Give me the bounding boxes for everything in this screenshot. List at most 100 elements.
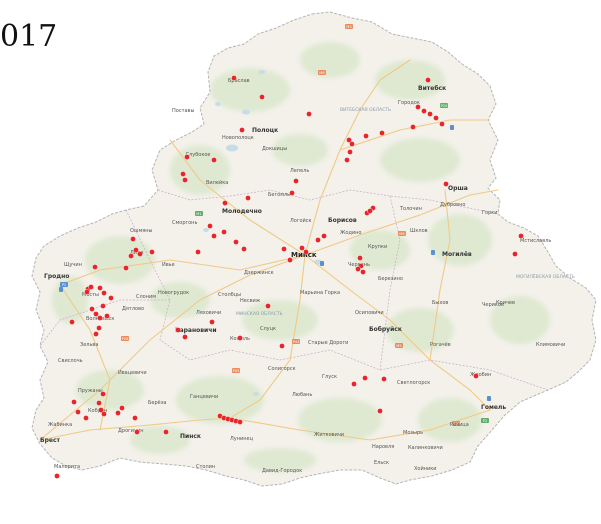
red-dot-marker-icon[interactable]	[303, 249, 309, 255]
red-dot-marker-icon[interactable]	[149, 249, 155, 255]
place-label[interactable]: Наровля	[372, 444, 394, 450]
red-dot-marker-icon[interactable]	[84, 289, 90, 295]
place-label[interactable]: Житковичи	[314, 432, 344, 438]
place-label[interactable]: Слуцк	[260, 326, 276, 332]
place-label[interactable]: Молодечно	[222, 208, 262, 215]
place-label[interactable]: Пружаны	[78, 388, 103, 394]
place-label[interactable]: Любань	[292, 392, 312, 398]
place-label[interactable]: Кобрин	[88, 408, 107, 414]
red-dot-marker-icon[interactable]	[433, 115, 439, 121]
place-label[interactable]: Дрогичин	[118, 428, 144, 434]
red-dot-marker-icon[interactable]	[108, 295, 114, 301]
red-dot-marker-icon[interactable]	[221, 229, 227, 235]
place-label[interactable]: Гродно	[44, 273, 69, 280]
place-label[interactable]: Речица	[450, 422, 469, 428]
red-dot-marker-icon[interactable]	[96, 325, 102, 331]
red-dot-marker-icon[interactable]	[381, 376, 387, 382]
place-label[interactable]: Минск	[291, 251, 317, 259]
place-label[interactable]: Щучин	[64, 262, 82, 268]
red-dot-marker-icon[interactable]	[96, 400, 102, 406]
place-label[interactable]: Мстиславль	[520, 238, 551, 244]
place-label[interactable]: Дзержинск	[244, 270, 274, 276]
place-label[interactable]: Столин	[196, 464, 215, 470]
place-label[interactable]: Логойск	[290, 217, 312, 224]
red-dot-marker-icon[interactable]	[347, 149, 353, 155]
red-dot-marker-icon[interactable]	[237, 335, 243, 341]
place-label[interactable]: Дятлово	[122, 306, 144, 312]
red-dot-marker-icon[interactable]	[132, 415, 138, 421]
red-dot-marker-icon[interactable]	[265, 303, 271, 309]
place-label[interactable]: Браслав	[228, 78, 250, 84]
red-dot-marker-icon[interactable]	[281, 246, 287, 252]
red-dot-marker-icon[interactable]	[97, 315, 103, 321]
place-label[interactable]: Орша	[448, 185, 468, 192]
red-dot-marker-icon[interactable]	[182, 177, 188, 183]
place-label[interactable]: Поставы	[172, 108, 194, 114]
red-dot-marker-icon[interactable]	[245, 195, 251, 201]
place-label[interactable]: Дубровно	[440, 202, 465, 208]
place-label[interactable]: Светлогорск	[397, 380, 430, 386]
red-dot-marker-icon[interactable]	[363, 133, 369, 139]
red-dot-marker-icon[interactable]	[233, 239, 239, 245]
red-dot-marker-icon[interactable]	[100, 391, 106, 397]
place-label[interactable]: Старые Дороги	[308, 340, 348, 346]
place-label[interactable]: Осиповичи	[355, 310, 384, 316]
red-dot-marker-icon[interactable]	[97, 285, 103, 291]
place-label[interactable]: Новогрудок	[158, 290, 189, 296]
red-dot-marker-icon[interactable]	[346, 137, 352, 143]
place-label[interactable]: Лунинец	[230, 436, 254, 442]
place-label[interactable]: Докшицы	[262, 146, 287, 152]
red-dot-marker-icon[interactable]	[427, 111, 433, 117]
red-dot-marker-icon[interactable]	[104, 313, 110, 319]
red-dot-marker-icon[interactable]	[377, 408, 383, 414]
red-dot-marker-icon[interactable]	[184, 154, 190, 160]
place-label[interactable]: Столбцы	[218, 292, 241, 298]
place-label[interactable]: Ельск	[374, 460, 389, 466]
place-label[interactable]: Берёза	[148, 400, 166, 406]
red-dot-marker-icon[interactable]	[473, 373, 479, 379]
red-dot-marker-icon[interactable]	[237, 419, 243, 425]
place-label[interactable]: Жабинка	[48, 422, 72, 428]
red-dot-marker-icon[interactable]	[287, 257, 293, 263]
red-dot-marker-icon[interactable]	[115, 410, 121, 416]
red-dot-marker-icon[interactable]	[421, 108, 427, 114]
red-dot-marker-icon[interactable]	[83, 415, 89, 421]
red-dot-marker-icon[interactable]	[321, 233, 327, 239]
red-dot-marker-icon[interactable]	[241, 246, 247, 252]
place-label[interactable]: Ганцевичи	[190, 394, 218, 400]
red-dot-marker-icon[interactable]	[349, 141, 355, 147]
red-dot-marker-icon[interactable]	[207, 223, 213, 229]
place-label[interactable]: Барановичи	[175, 327, 217, 334]
place-label[interactable]: Бегомль	[268, 192, 290, 198]
place-label[interactable]: Брест	[40, 437, 60, 444]
place-label[interactable]: Рогачёв	[430, 342, 451, 348]
red-dot-marker-icon[interactable]	[259, 94, 265, 100]
red-dot-marker-icon[interactable]	[128, 253, 134, 259]
red-dot-marker-icon[interactable]	[279, 343, 285, 349]
place-label[interactable]: Ивацевичи	[118, 370, 147, 376]
place-label[interactable]: Лида	[130, 250, 144, 256]
red-dot-marker-icon[interactable]	[130, 236, 136, 242]
place-label[interactable]: Крупки	[368, 244, 387, 250]
red-dot-marker-icon[interactable]	[92, 264, 98, 270]
place-label[interactable]: Толочин	[399, 206, 422, 212]
red-dot-marker-icon[interactable]	[362, 375, 368, 381]
place-label[interactable]: Гомель	[481, 404, 506, 411]
place-label[interactable]: Зельва	[80, 342, 98, 348]
red-dot-marker-icon[interactable]	[357, 255, 363, 261]
red-dot-marker-icon[interactable]	[410, 124, 416, 130]
red-dot-marker-icon[interactable]	[360, 269, 366, 275]
red-dot-marker-icon[interactable]	[98, 407, 104, 413]
red-dot-marker-icon[interactable]	[351, 381, 357, 387]
place-label[interactable]: Кричев	[496, 300, 515, 306]
place-label[interactable]: Сморгонь	[172, 220, 197, 226]
red-dot-marker-icon[interactable]	[180, 171, 186, 177]
place-label[interactable]: Хойники	[414, 465, 437, 472]
place-label[interactable]: Свислочь	[58, 358, 83, 364]
place-label[interactable]: Слоним	[136, 294, 156, 300]
place-label[interactable]: Давид-Городок	[262, 468, 302, 474]
red-dot-marker-icon[interactable]	[69, 319, 75, 325]
place-label[interactable]: Городок	[398, 100, 420, 106]
red-dot-marker-icon[interactable]	[100, 303, 106, 309]
red-dot-marker-icon[interactable]	[315, 237, 321, 243]
